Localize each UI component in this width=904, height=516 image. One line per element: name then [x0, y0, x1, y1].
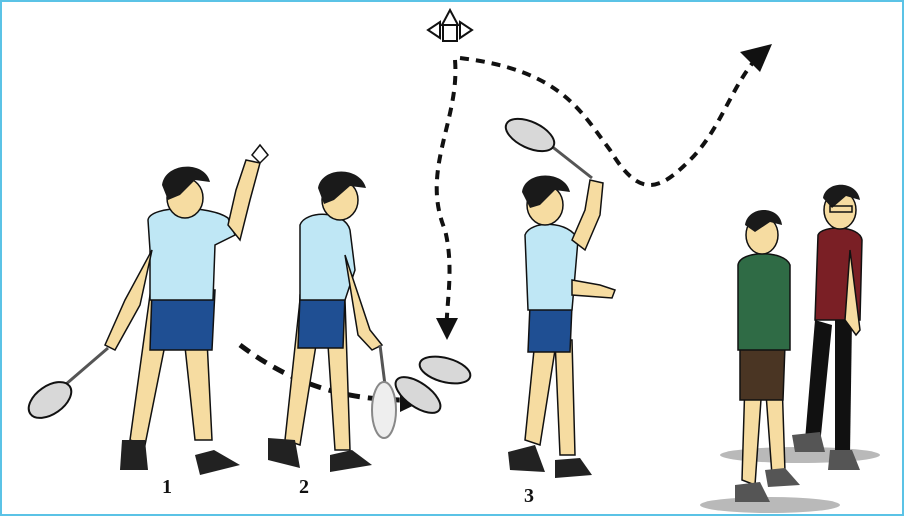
player-figure-3 — [501, 112, 615, 478]
step-label-2: 2 — [299, 476, 309, 498]
observer-figure-maroon — [792, 185, 862, 470]
trajectory-arrow-icon — [460, 58, 755, 185]
step-label-1: 1 — [162, 476, 172, 498]
arrowhead-up — [740, 44, 772, 72]
arrowhead-down — [436, 318, 458, 340]
trajectory-arrow-icon — [437, 60, 456, 330]
racket-icon — [501, 112, 559, 158]
player-figure-1 — [22, 145, 268, 475]
racket-icon — [417, 352, 473, 389]
shuttlecock-icon — [252, 145, 268, 163]
shuttlecock-icon — [428, 10, 472, 41]
ground-shadow — [700, 497, 840, 513]
racket-icon — [372, 382, 396, 438]
step-label-3: 3 — [524, 485, 534, 507]
